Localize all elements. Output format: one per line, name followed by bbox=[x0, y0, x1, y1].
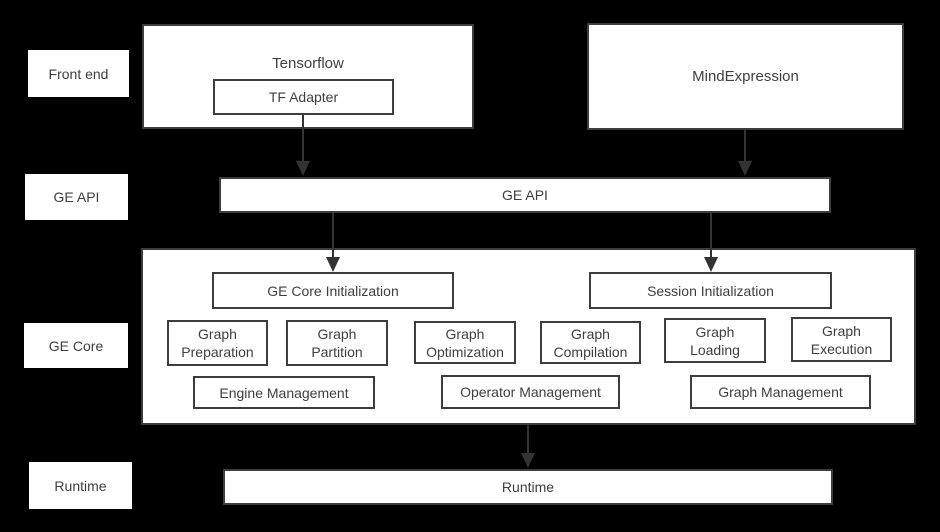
ge-core-initialization-label: GE Core Initialization bbox=[267, 282, 399, 299]
mindexpression-label: MindExpression bbox=[692, 68, 799, 85]
tf-adapter-box: TF Adapter bbox=[213, 79, 394, 115]
arrow-ge-api-to-session-initialization bbox=[704, 213, 718, 272]
operator-management-box: Operator Management bbox=[441, 375, 620, 409]
ge-api-bar-label: GE API bbox=[502, 187, 548, 203]
runtime-bar-label: Runtime bbox=[501, 479, 555, 495]
arrow-stem bbox=[332, 213, 334, 257]
row-label-ge-api: GE API bbox=[25, 174, 128, 220]
arrow-stem bbox=[744, 130, 746, 161]
stage-line: Graph bbox=[445, 325, 485, 342]
graph-execution-box: Graph Execution bbox=[791, 317, 892, 362]
stage-line: Graph bbox=[822, 322, 861, 339]
operator-management-label: Operator Management bbox=[460, 384, 601, 400]
arrow-ge-core-to-runtime bbox=[521, 425, 535, 468]
graph-loading-box: Graph Loading bbox=[664, 318, 766, 363]
session-initialization-box: Session Initialization bbox=[589, 272, 832, 309]
graph-partition-box: Graph Partition bbox=[286, 320, 388, 366]
session-initialization-label: Session Initialization bbox=[647, 282, 774, 299]
stage-line: Execution bbox=[810, 340, 873, 357]
graph-management-label: Graph Management bbox=[718, 384, 843, 400]
arrow-tf-adapter-to-ge-api bbox=[296, 115, 310, 176]
runtime-bar: Runtime bbox=[223, 469, 833, 505]
arrow-stem bbox=[710, 213, 712, 257]
engine-management-box: Engine Management bbox=[193, 376, 375, 409]
stage-line: Graph bbox=[317, 326, 357, 342]
stage-line: Graph bbox=[198, 326, 237, 342]
row-label-front-end: Front end bbox=[28, 50, 129, 97]
stage-line: Graph bbox=[571, 325, 610, 342]
graph-compilation-box: Graph Compilation bbox=[540, 321, 641, 364]
arrow-head-icon bbox=[521, 453, 535, 468]
stage-line: Loading bbox=[690, 341, 740, 358]
stage-line: Compilation bbox=[553, 343, 628, 360]
arrow-head-icon bbox=[296, 161, 310, 176]
ge-core-initialization-box: GE Core Initialization bbox=[212, 272, 454, 309]
stage-line: Preparation bbox=[181, 344, 254, 360]
arrow-mindexpression-to-ge-api bbox=[738, 130, 752, 176]
engine-management-label: Engine Management bbox=[219, 384, 349, 401]
graph-preparation-box: Graph Preparation bbox=[167, 320, 268, 366]
stage-line: Graph bbox=[695, 323, 735, 340]
arrow-stem bbox=[302, 115, 304, 161]
tf-adapter-label: TF Adapter bbox=[268, 89, 339, 105]
arrow-head-icon bbox=[704, 257, 718, 272]
tensorflow-box: Tensorflow TF Adapter bbox=[142, 24, 474, 129]
arrow-head-icon bbox=[326, 257, 340, 272]
row-label-ge-core: GE Core bbox=[24, 323, 128, 368]
arrow-stem bbox=[527, 425, 529, 453]
graph-management-box: Graph Management bbox=[690, 375, 871, 409]
stage-line: Optimization bbox=[426, 343, 504, 360]
stage-line: Partition bbox=[311, 344, 363, 360]
arrow-head-icon bbox=[738, 161, 752, 176]
arrow-ge-api-to-ge-core-initialization bbox=[326, 213, 340, 272]
row-label-runtime: Runtime bbox=[29, 462, 132, 509]
ge-core-box: GE Core Initialization Session Initializ… bbox=[141, 248, 916, 425]
tensorflow-title: Tensorflow bbox=[272, 55, 344, 72]
mindexpression-box: MindExpression bbox=[587, 23, 904, 130]
graph-optimization-box: Graph Optimization bbox=[414, 321, 516, 364]
ge-api-bar: GE API bbox=[219, 177, 831, 213]
